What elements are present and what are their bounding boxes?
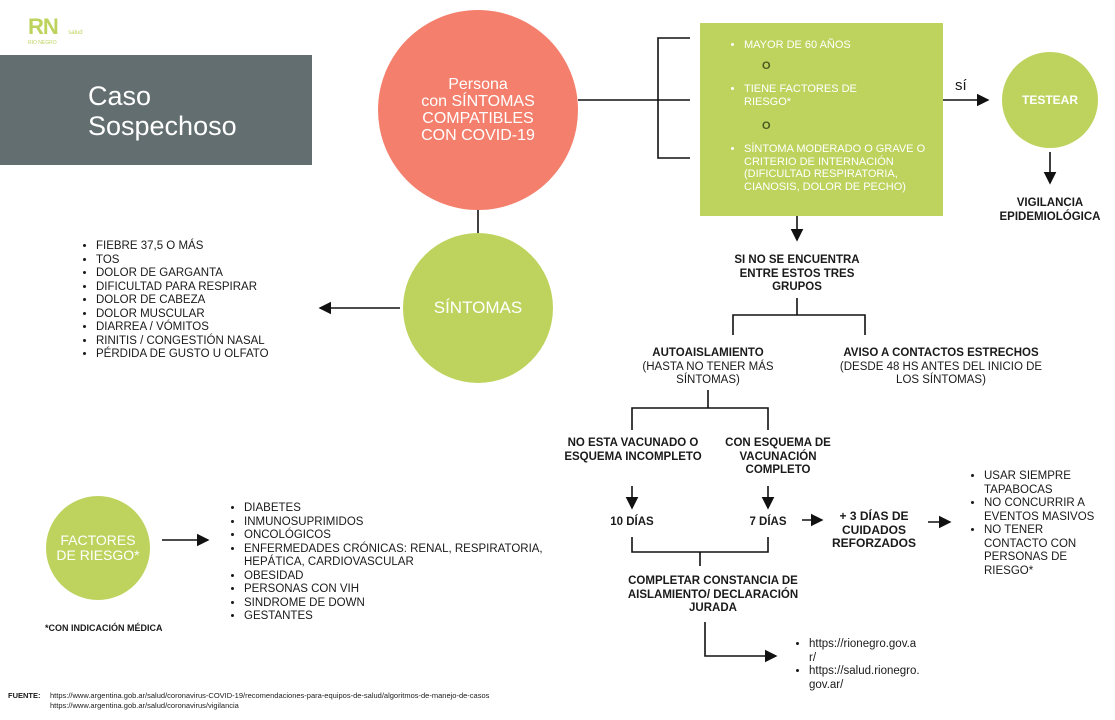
page-title: Caso Sospechoso: [88, 81, 237, 141]
or-separator: O: [762, 120, 771, 132]
factor-item: SINDROME DE DOWN: [244, 597, 554, 611]
constancia-label: COMPLETAR CONSTANCIA DE AISLAMIENTO/ DEC…: [627, 575, 799, 614]
factor-item: DIABETES: [244, 502, 554, 516]
persona-line: COMPATIBLES: [422, 110, 534, 127]
aviso-sub: (DESDE 48 HS ANTES DEL INICIO DE LOS SÍN…: [839, 360, 1043, 387]
factores-list: DIABETES INMUNOSUPRIMIDOS ONCOLÓGICOS EN…: [228, 502, 554, 624]
testear-circle: TESTEAR: [1002, 52, 1098, 148]
fuente: FUENTE: https://www.argentina.gob.ar/salu…: [8, 691, 489, 711]
criteria-item: TIENE FACTORES DE RIESGO*: [744, 83, 874, 108]
persona-line: Persona: [448, 76, 508, 93]
sintoma-item: DOLOR MUSCULAR: [96, 308, 336, 322]
criteria-item: MAYOR DE 60 AÑOS: [744, 39, 944, 52]
no-vacunado-label: NO ESTA VACUNADO O ESQUEMA INCOMPLETO: [564, 437, 702, 463]
sintoma-item: DIARREA / VÓMITOS: [96, 321, 336, 335]
factores-note: *CON INDICACIÓN MÉDICA: [45, 623, 163, 633]
cuidado-item: NO CONCURRIR A EVENTOS MASIVOS: [984, 497, 1104, 524]
sintoma-item: PÉRDIDA DE GUSTO U OLFATO: [96, 348, 336, 362]
persona-line: con SÍNTOMAS: [421, 93, 535, 110]
persona-line: CON COVID-19: [421, 127, 535, 144]
autoaislamiento-block: AUTOAISLAMIENTO (HASTA NO TENER MÁS SÍNT…: [628, 347, 788, 388]
sintoma-item: FIEBRE 37,5 O MÁS: [96, 240, 336, 254]
no-group-label: SI NO SE ENCUENTRA ENTRE ESTOS TRES GRUP…: [734, 254, 860, 293]
sintoma-item: DIFICULTAD PARA RESPIRAR: [96, 281, 336, 295]
logo: RN salud RIO NEGRO: [28, 14, 83, 46]
autoaislamiento-sub: (HASTA NO TENER MÁS SÍNTOMAS): [642, 360, 774, 387]
cuidados-list: USAR SIEMPRE TAPABOCAS NO CONCURRIR A EV…: [968, 470, 1104, 578]
sintoma-item: DOLOR DE CABEZA: [96, 294, 336, 308]
autoaislamiento-title: AUTOAISLAMIENTO: [652, 347, 764, 359]
days-10: 10 DÍAS: [610, 516, 654, 528]
sintomas-list: FIEBRE 37,5 O MÁS TOS DOLOR DE GARGANTA …: [80, 240, 336, 362]
factor-item: INMUNOSUPRIMIDOS: [244, 516, 554, 530]
factor-item: ONCOLÓGICOS: [244, 529, 554, 543]
or-separator: O: [762, 60, 771, 72]
criteria-item: SÍNTOMA MODERADO O GRAVE O CRITERIO DE I…: [744, 143, 944, 193]
sintoma-item: RINITIS / CONGESTIÓN NASAL: [96, 335, 336, 349]
link-salud-rionegro[interactable]: https://salud.rionegro.gov.ar/: [809, 665, 921, 692]
logo-mark: RN: [28, 14, 59, 39]
criteria-box: MAYOR DE 60 AÑOS O TIENE FACTORES DE RIE…: [700, 23, 943, 216]
sintoma-item: DOLOR DE GARGANTA: [96, 267, 336, 281]
sintoma-item: TOS: [96, 254, 336, 268]
cuidado-item: USAR SIEMPRE TAPABOCAS: [984, 470, 1104, 497]
vigilancia-label: VIGILANCIA EPIDEMIOLÓGICA: [999, 197, 1101, 223]
fuente-label: FUENTE:: [8, 691, 41, 700]
factor-item: OBESIDAD: [244, 570, 554, 584]
fuente-url[interactable]: https://www.argentina.gob.ar/salud/coron…: [50, 691, 490, 700]
aviso-block: AVISO A CONTACTOS ESTRECHOS (DESDE 48 HS…: [825, 347, 1057, 388]
link-rionegro[interactable]: https://rionegro.gov.ar/: [809, 638, 921, 665]
factor-item: GESTANTES: [244, 610, 554, 624]
aviso-title: AVISO A CONTACTOS ESTRECHOS: [843, 347, 1039, 359]
factores-circle: FACTORES DE RIESGO*: [46, 496, 150, 600]
extra-days-label: + 3 DÍAS DE CUIDADOS REFORZADOS: [832, 509, 916, 550]
links-list: https://rionegro.gov.ar/ https://salud.r…: [793, 638, 921, 692]
factor-item: ENFERMEDADES CRÓNICAS: RENAL, RESPIRATOR…: [244, 543, 554, 570]
logo-label: salud: [68, 30, 83, 36]
title-banner: Caso Sospechoso: [0, 55, 312, 165]
logo-sub: RIO NEGRO: [28, 40, 57, 46]
factor-item: PERSONAS CON VIH: [244, 583, 554, 597]
fuente-url[interactable]: https://www.argentina.gob.ar/salud/coron…: [50, 701, 239, 710]
yes-label: sí: [955, 77, 967, 94]
vacunado-label: CON ESQUEMA DE VACUNACIÓN COMPLETO: [725, 437, 831, 476]
sintomas-circle: SÍNTOMAS: [403, 233, 553, 383]
cuidado-item: NO TENER CONTACTO CON PERSONAS DE RIESGO…: [984, 524, 1104, 578]
days-7: 7 DÍAS: [749, 516, 787, 528]
